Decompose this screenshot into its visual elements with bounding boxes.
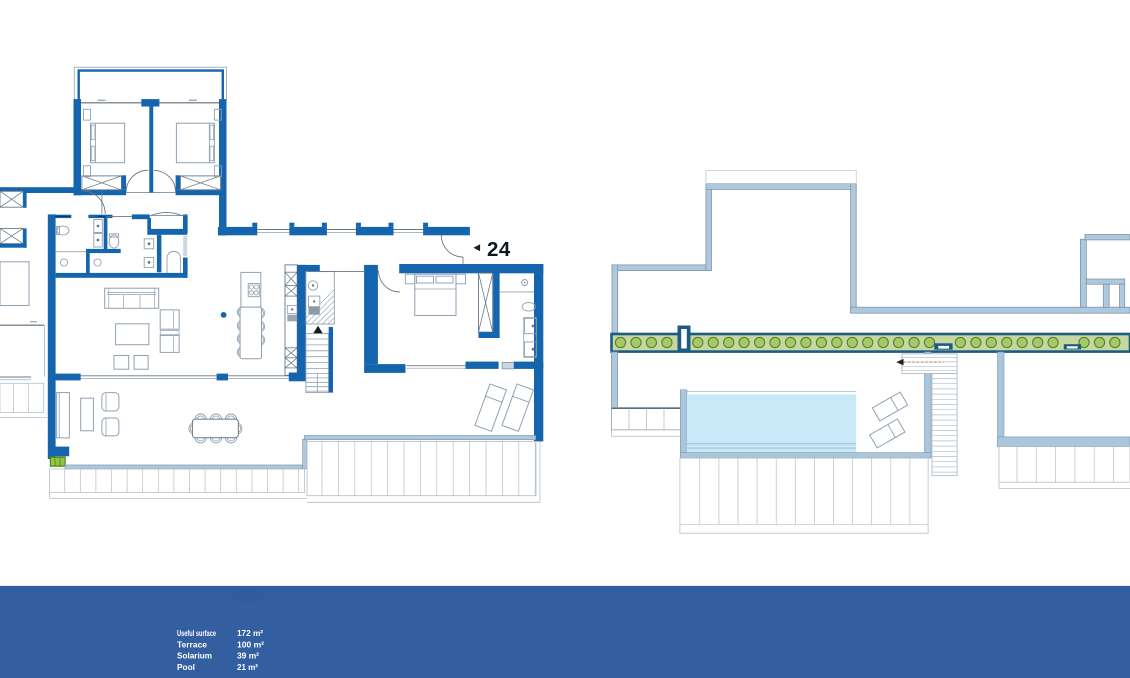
svg-text:Terrace: Terrace — [177, 639, 207, 649]
svg-text:100 m²: 100 m² — [237, 639, 264, 649]
svg-text:172 m²: 172 m² — [237, 628, 263, 638]
svg-text:24: 24 — [487, 238, 511, 261]
svg-text:39 m²: 39 m² — [237, 651, 259, 661]
svg-text:Useful surface: Useful surface — [177, 628, 216, 638]
svg-text:Pool: Pool — [177, 662, 195, 672]
svg-text:21 m²: 21 m² — [237, 662, 258, 672]
svg-text:Solarium: Solarium — [177, 651, 212, 661]
